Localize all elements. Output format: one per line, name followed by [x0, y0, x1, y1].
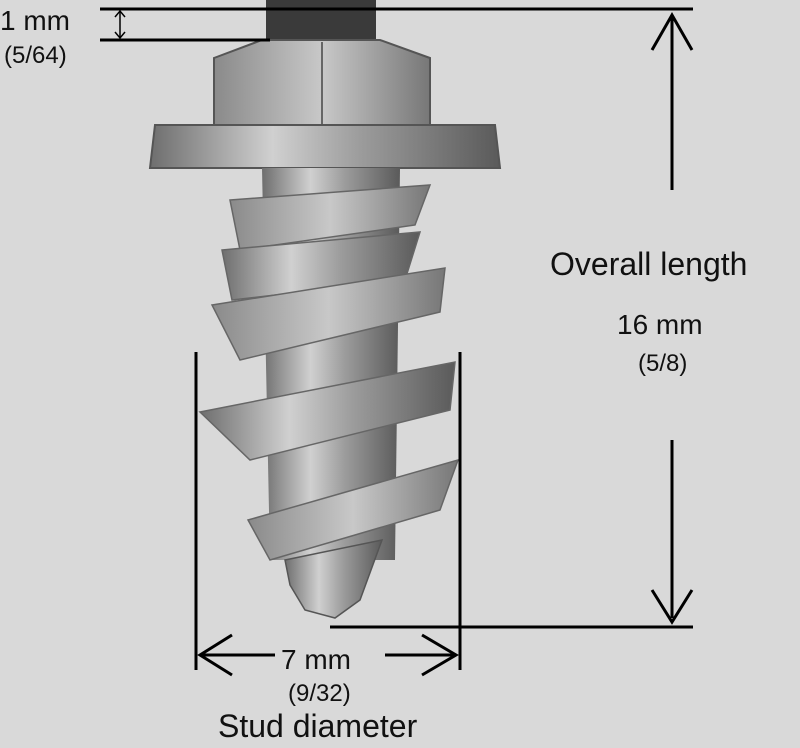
stud-tip: [284, 538, 384, 619]
arrowhead-left: [197, 633, 233, 677]
arrowhead-down: [650, 589, 694, 625]
stud-image: [148, 0, 502, 619]
stud-thread: [198, 361, 456, 461]
diameter-imperial: (9/32): [288, 680, 351, 707]
length-metric: 16 mm: [617, 309, 703, 340]
arrowhead-right: [421, 633, 459, 677]
stud-thread: [229, 184, 432, 251]
dimension-lines: [100, 7, 693, 670]
diameter-metric: 7 mm: [281, 644, 351, 675]
length-title: Overall length: [550, 246, 748, 282]
clearance-metric: 1 mm: [0, 5, 70, 36]
clearance-imperial: (5/64): [4, 42, 67, 69]
arrowheads: [197, 11, 694, 677]
stud-thread: [210, 267, 446, 361]
length-imperial: (5/8): [638, 350, 688, 377]
arrowhead-up: [650, 11, 694, 51]
stud-pin: [266, 0, 376, 44]
diameter-title: Stud diameter: [218, 708, 418, 744]
stud-flange: [148, 124, 502, 169]
clearance-arrows: [114, 9, 126, 40]
stud-thread: [246, 458, 460, 561]
